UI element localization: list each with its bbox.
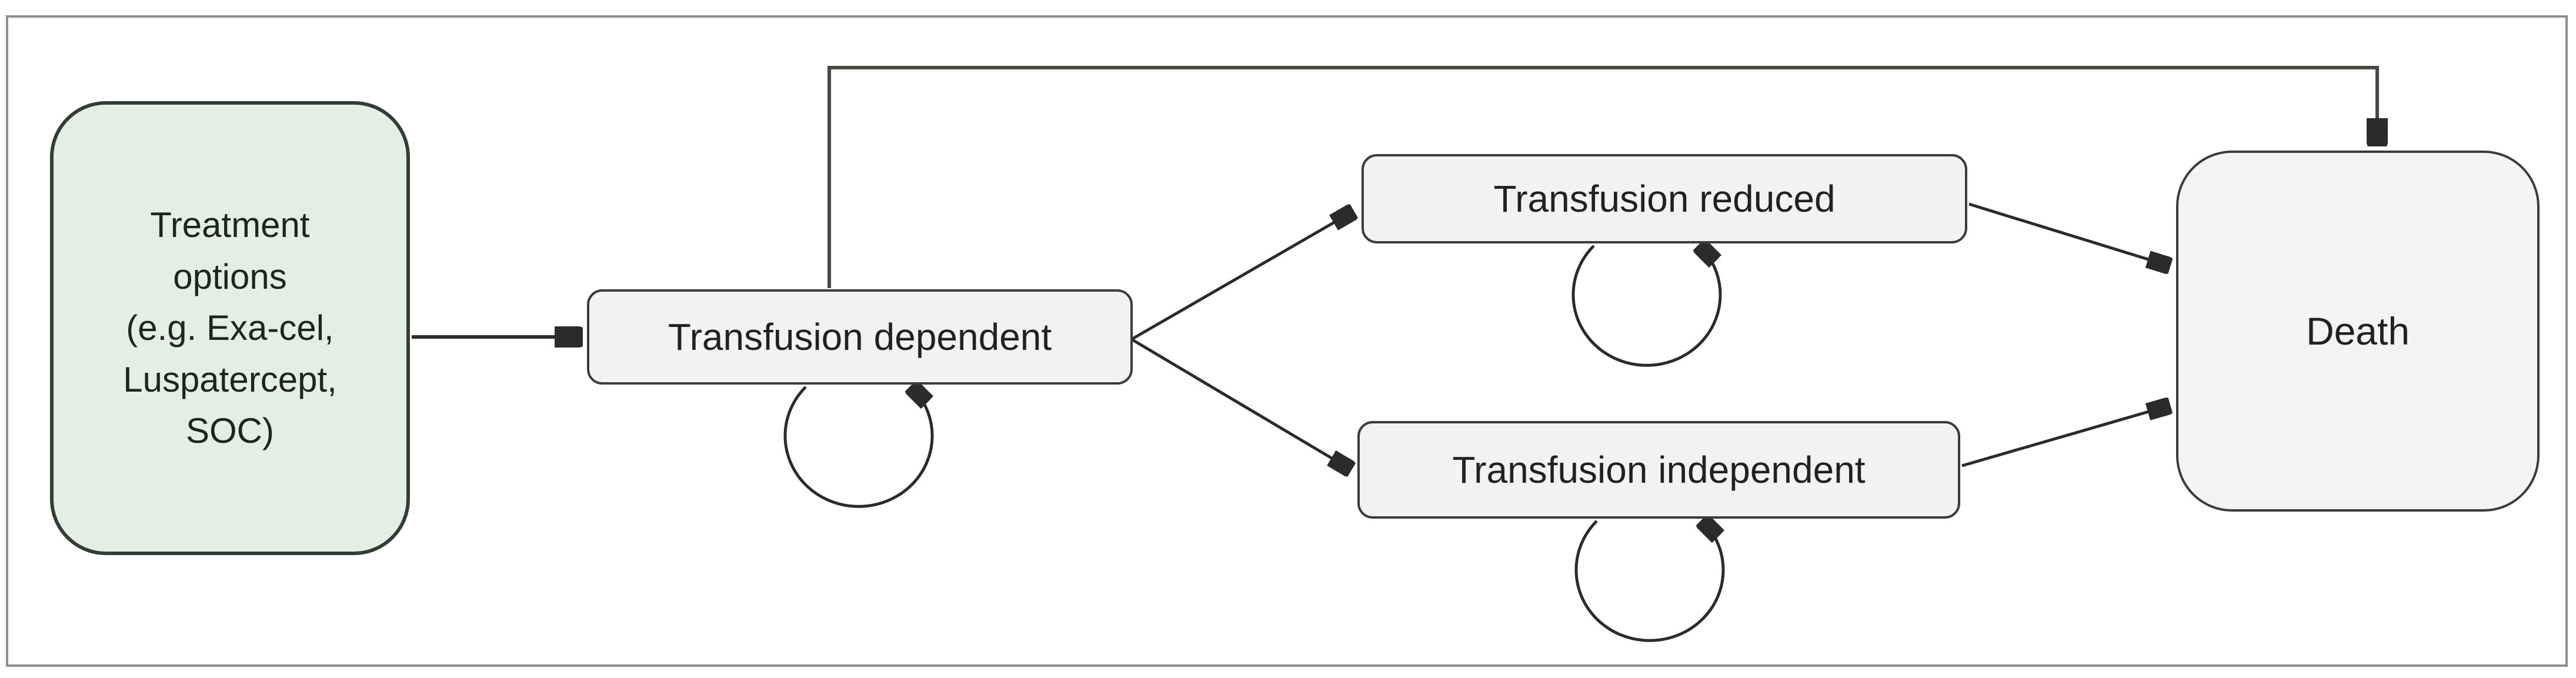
node-treatment-options: Treatment options (e.g. Exa-cel, Luspate… <box>50 101 410 555</box>
transfusion-independent-label: Transfusion independent <box>1452 449 1866 491</box>
transfusion-reduced-label: Transfusion reduced <box>1493 178 1836 220</box>
transfusion-dependent-label: Transfusion dependent <box>668 316 1052 358</box>
node-transfusion-independent: Transfusion independent <box>1357 421 1960 519</box>
node-transfusion-reduced: Transfusion reduced <box>1362 154 1967 243</box>
figure-frame <box>6 15 2568 667</box>
treatment-options-label: Treatment options (e.g. Exa-cel, Luspate… <box>123 205 337 451</box>
node-death: Death <box>2176 151 2540 512</box>
death-label: Death <box>2305 309 2410 353</box>
node-transfusion-dependent: Transfusion dependent <box>587 289 1133 385</box>
